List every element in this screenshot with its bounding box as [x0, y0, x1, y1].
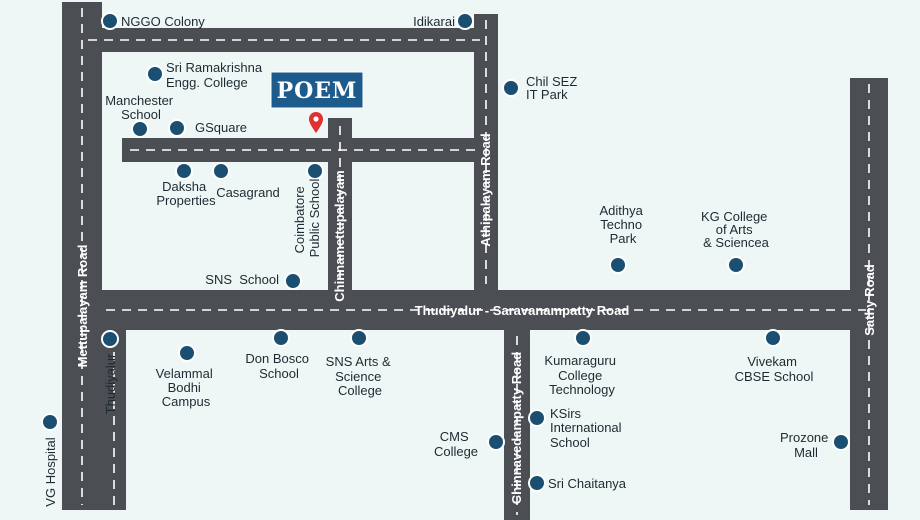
marker-velammal[interactable]	[178, 344, 196, 362]
marker-chil-sez[interactable]	[502, 79, 520, 97]
label-velammal: Velammal Bodhi Campus	[156, 366, 217, 409]
marker-nggo-colony[interactable]	[101, 12, 119, 30]
road-label-mettupalayam: Mettupalayam Road	[75, 245, 90, 368]
label-sri-chaitanya: Sri Chaitanya	[548, 476, 627, 491]
marker-kumaraguru[interactable]	[574, 329, 592, 347]
marker-cms-college[interactable]	[487, 433, 505, 451]
label-casagrand: Casagrand	[216, 185, 280, 200]
map-pin-icon[interactable]	[309, 112, 323, 133]
marker-casagrand[interactable]	[212, 162, 230, 180]
marker-sri-chaitanya[interactable]	[528, 474, 546, 492]
marker-prozone[interactable]	[832, 433, 850, 451]
label-adithya: Adithya Techno Park	[600, 203, 647, 246]
label-kumaraguru: Kumaraguru College Technology	[544, 353, 619, 397]
marker-kg-college[interactable]	[727, 256, 745, 274]
marker-sri-ramakrishna[interactable]	[146, 65, 164, 83]
label-cms-college: CMS College	[434, 429, 478, 459]
poem-logo-box	[270, 71, 364, 109]
poem-logo-text: POEM	[277, 78, 358, 104]
label-sns-school: SNS School	[205, 272, 279, 287]
label-ksirs: KSirs International School	[550, 406, 625, 450]
label-manchester: Manchester School	[105, 93, 177, 122]
road-label-sathy: Sathy Road	[862, 264, 877, 336]
marker-thudiyalur[interactable]	[101, 330, 119, 348]
label-kg-college: KG College of Arts & Sciencea	[701, 209, 771, 250]
label-vg-hospital: VG Hospital	[43, 437, 58, 506]
marker-adithya[interactable]	[609, 256, 627, 274]
label-sri-ramakrishna: Sri Ramakrishna Engg. College	[166, 60, 266, 90]
label-nggo-colony: NGGO Colony	[121, 14, 205, 29]
label-prozone: Prozone Mall	[780, 430, 832, 460]
label-sns-arts: SNS Arts & Science College	[326, 354, 395, 398]
road-label-thudiyalur-saravanampatty: Thudiyalur - Saravanampatty Road	[415, 303, 630, 318]
label-gsquare: GSquare	[195, 120, 247, 135]
marker-sns-arts[interactable]	[350, 329, 368, 347]
marker-ksirs[interactable]	[528, 409, 546, 427]
marker-don-bosco[interactable]	[272, 329, 290, 347]
road-label-chinnavedampatty: Chinnavedampatty Road	[509, 352, 524, 504]
marker-vivekam[interactable]	[764, 329, 782, 347]
label-vivekam: Vivekam CBSE School	[735, 354, 814, 384]
label-chil-sez: Chil SEZ IT Park	[526, 74, 581, 102]
poem-logo[interactable]: POEM	[270, 71, 364, 109]
marker-gsquare[interactable]	[168, 119, 186, 137]
label-idikarai: Idikarai	[413, 14, 455, 29]
marker-sns-school[interactable]	[284, 272, 302, 290]
marker-vg-hospital[interactable]	[41, 413, 59, 431]
marker-coimbatore-public[interactable]	[306, 162, 324, 180]
road-dashes	[81, 8, 870, 515]
road-label-chinnamettupalayam: Chinnamettupalayam	[332, 170, 347, 301]
label-coimbatore-public: Coimbatore Public School	[292, 179, 322, 258]
label-thudiyalur: Thudiyalur	[103, 353, 118, 414]
marker-daksha[interactable]	[175, 162, 193, 180]
poi-markers	[41, 12, 850, 492]
poi-labels: NGGO Colony Idikarai Chil SEZ IT Park Sr…	[43, 14, 832, 507]
label-don-bosco: Don Bosco School	[245, 351, 312, 381]
marker-idikarai[interactable]	[456, 12, 474, 30]
map-pin-hole	[313, 116, 319, 122]
label-daksha: Daksha Properties	[156, 179, 216, 208]
road-label-athipalayam: Athipalayam Road	[478, 133, 493, 246]
marker-manchester[interactable]	[131, 120, 149, 138]
